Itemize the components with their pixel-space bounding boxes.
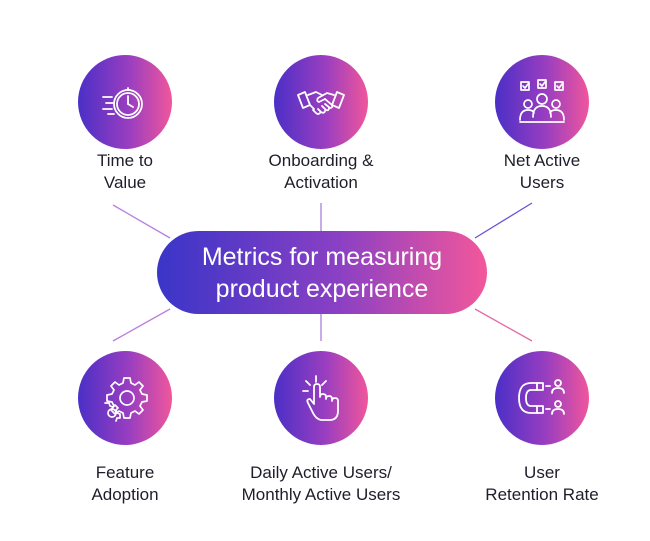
node-daily-monthly-active-users [274, 351, 368, 445]
node-net-active-users [495, 55, 589, 149]
node-feature-adoption [78, 351, 172, 445]
hand-click-icon [302, 375, 339, 421]
gears-icon [104, 377, 148, 422]
node-onboarding-activation [274, 55, 368, 149]
central-topic: Metrics for measuring product experience [157, 231, 487, 314]
stopwatch-icon [102, 87, 143, 119]
node-label-feature-adoption: Feature Adoption [91, 463, 159, 504]
node-user-retention-rate [495, 351, 589, 445]
node-time-to-value [78, 55, 172, 149]
connector-bottom-left [112, 308, 171, 342]
connector-bottom-right [474, 308, 533, 342]
users-group-icon [519, 79, 565, 123]
magnet-icon [518, 379, 565, 415]
node-label-daily-monthly-active-users: Daily Active Users/ Monthly Active Users [241, 463, 401, 504]
handshake-icon [297, 91, 345, 115]
node-label-time-to-value: Time to Value [96, 151, 154, 192]
node-label-onboarding-activation: Onboarding & Activation [268, 151, 374, 192]
central-topic-title: Metrics for measuring product experience [201, 242, 443, 303]
node-label-user-retention-rate: User Retention Rate [485, 463, 599, 504]
node-label-net-active-users: Net Active Users [503, 151, 581, 192]
connector-top-right [474, 202, 533, 239]
connector-top-left [112, 204, 171, 239]
